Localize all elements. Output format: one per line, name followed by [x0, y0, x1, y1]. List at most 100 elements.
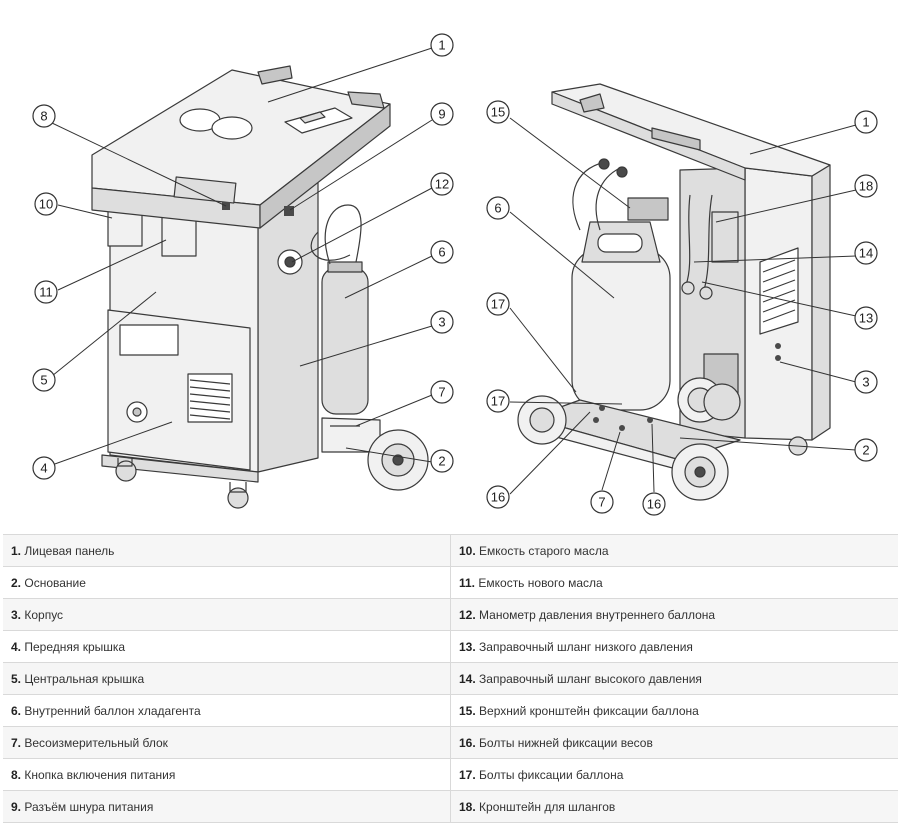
legend-number: 9. [11, 799, 22, 814]
legend-label: Весоизмерительный блок [24, 735, 168, 750]
legend-label: Основание [24, 575, 86, 590]
callout-10: 10 [34, 192, 58, 216]
legend-number: 2. [11, 575, 22, 590]
legend-number: 11. [459, 575, 476, 590]
legend-row: 8. Кнопка включения питания 17. Болты фи… [3, 758, 898, 791]
svg-text:16: 16 [647, 497, 661, 512]
svg-text:15: 15 [491, 105, 505, 120]
legend-item: 5. Центральная крышка [3, 662, 451, 695]
legend-label: Болты нижней фиксации весов [479, 735, 653, 750]
legend-item: 8. Кнопка включения питания [3, 758, 451, 791]
callout-2-front: 2 [430, 449, 454, 473]
legend-number: 6. [11, 703, 22, 718]
legend-item: 2. Основание [3, 566, 451, 599]
callout-4: 4 [32, 456, 56, 480]
callout-8: 8 [32, 104, 56, 128]
legend-label: Верхний кронштейн фиксации баллона [479, 703, 699, 718]
svg-text:10: 10 [39, 197, 53, 212]
legend-item: 6. Внутренний баллон хладагента [3, 694, 451, 727]
svg-text:4: 4 [40, 461, 47, 476]
svg-text:16: 16 [491, 490, 505, 505]
legend-item: 13. Заправочный шланг низкого давления [450, 630, 898, 663]
svg-text:1: 1 [438, 38, 445, 53]
high-pressure-hose [703, 194, 713, 291]
low-pressure-hose [685, 194, 691, 286]
callout-5: 5 [32, 368, 56, 392]
legend-item: 15. Верхний кронштейн фиксации баллона [450, 694, 898, 727]
legend-item: 17. Болты фиксации баллона [450, 758, 898, 791]
legend-item: 1. Лицевая панель [3, 534, 451, 567]
svg-text:8: 8 [40, 109, 47, 124]
callout-17-upper: 17 [486, 292, 510, 316]
legend-number: 16. [459, 735, 476, 750]
callout-16-left: 16 [486, 485, 510, 509]
legend-number: 13. [459, 639, 476, 654]
legend-number: 3. [11, 607, 22, 622]
legend-label: Болты фиксации баллона [479, 767, 624, 782]
svg-text:12: 12 [435, 177, 449, 192]
svg-text:2: 2 [862, 443, 869, 458]
legend-item: 18. Кронштейн для шлангов [450, 790, 898, 823]
legend-row: 9. Разъём шнура питания 18. Кронштейн дл… [3, 790, 898, 823]
svg-text:13: 13 [859, 311, 873, 326]
legend-label: Емкость нового масла [478, 575, 603, 590]
refrigerant-tank-front [310, 204, 369, 415]
svg-text:17: 17 [491, 394, 505, 409]
callout-3-rear: 3 [854, 370, 878, 394]
legend-row: 3. Корпус 12. Манометр давления внутренн… [3, 598, 898, 631]
svg-text:7: 7 [438, 385, 445, 400]
parts-legend: 1. Лицевая панель 10. Емкость старого ма… [3, 534, 898, 823]
callout-7-rear: 7 [590, 490, 614, 514]
legend-number: 8. [11, 767, 22, 782]
rear-vent [759, 247, 799, 335]
svg-text:2: 2 [438, 454, 445, 469]
legend-label: Разъём шнура питания [24, 799, 154, 814]
power-socket [284, 206, 294, 216]
callout-2-rear: 2 [854, 438, 878, 462]
legend-number: 4. [11, 639, 22, 654]
legend-row: 7. Весоизмерительный блок 16. Болты нижн… [3, 726, 898, 759]
legend-number: 17. [459, 767, 476, 782]
legend-row: 6. Внутренний баллон хладагента 15. Верх… [3, 694, 898, 727]
legend-number: 7. [11, 735, 22, 750]
legend-label: Передняя крышка [24, 639, 126, 654]
legend-label: Заправочный шланг низкого давления [479, 639, 693, 654]
svg-text:7: 7 [598, 495, 605, 510]
callout-16-right: 16 [642, 492, 666, 516]
machine-rear-view [517, 83, 831, 501]
legend-number: 14. [459, 671, 476, 686]
svg-text:14: 14 [859, 246, 873, 261]
svg-text:1: 1 [862, 115, 869, 130]
legend-item: 14. Заправочный шланг высокого давления [450, 662, 898, 695]
legend-row: 5. Центральная крышка 14. Заправочный шл… [3, 662, 898, 695]
legend-row: 1. Лицевая панель 10. Емкость старого ма… [3, 534, 898, 567]
legend-item: 16. Болты нижней фиксации весов [450, 726, 898, 759]
legend-item: 11. Емкость нового масла [450, 566, 898, 599]
callout-6-rear: 6 [486, 196, 510, 220]
svg-text:18: 18 [859, 179, 873, 194]
svg-text:5: 5 [40, 373, 47, 388]
svg-text:3: 3 [438, 315, 445, 330]
legend-item: 10. Емкость старого масла [450, 534, 898, 567]
legend-row: 2. Основание 11. Емкость нового масла [3, 566, 898, 599]
callout-17-lower: 17 [486, 389, 510, 413]
legend-label: Лицевая панель [24, 543, 115, 558]
svg-text:17: 17 [491, 297, 505, 312]
legend-number: 5. [11, 671, 22, 686]
compressor [677, 353, 741, 423]
legend-label: Кронштейн для шлангов [479, 799, 616, 814]
callout-3-front: 3 [430, 310, 454, 334]
callout-1-rear: 1 [854, 110, 878, 134]
callout-12: 12 [430, 172, 454, 196]
legend-label: Манометр давления внутреннего баллона [479, 607, 716, 622]
callout-6-front: 6 [430, 240, 454, 264]
machine-diagram: 1 8 9 10 11 12 6 5 3 7 4 2 15 1 18 6 14 … [32, 33, 878, 516]
legend-label: Кнопка включения питания [24, 767, 176, 782]
svg-text:6: 6 [494, 201, 501, 216]
machine-front-view [91, 65, 429, 509]
callout-18: 18 [854, 174, 878, 198]
legend-label: Емкость старого масла [479, 543, 609, 558]
callout-7-front: 7 [430, 380, 454, 404]
legend-number: 1. [11, 543, 22, 558]
legend-number: 10. [459, 543, 476, 558]
